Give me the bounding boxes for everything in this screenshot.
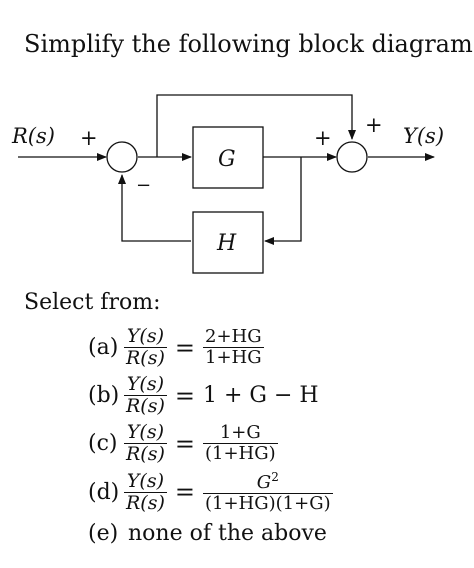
lhs-fraction: Y(s) R(s) xyxy=(124,423,167,464)
block-h-label: H xyxy=(216,231,237,256)
feedback-to-h-line xyxy=(264,157,302,245)
select-from-label: Select from: xyxy=(24,290,161,315)
equals-sign: = xyxy=(174,478,195,506)
option-b[interactable]: (b) Y(s) R(s) = 1 + G − H xyxy=(88,375,319,416)
bypass-path-line xyxy=(156,94,356,157)
lhs-numerator: Y(s) xyxy=(126,373,164,395)
rhs-denominator: (1+HG) xyxy=(205,443,276,464)
lhs-denominator: R(s) xyxy=(126,491,165,514)
rhs-expression: 1 + G − H xyxy=(203,383,319,408)
sum2-top-plus-sign: + xyxy=(365,113,383,137)
block-g-label: G xyxy=(218,147,236,172)
option-label: (a) xyxy=(88,335,119,360)
lhs-denominator: R(s) xyxy=(126,395,165,417)
option-label: (b) xyxy=(88,383,120,408)
rhs-exponent: 2 xyxy=(271,470,279,484)
option-text: none of the above xyxy=(128,521,327,546)
option-label: (c) xyxy=(88,431,118,456)
rhs-numerator: 2+HG xyxy=(205,326,262,347)
sum1-plus-sign: + xyxy=(80,126,98,150)
sum2-left-plus-sign: + xyxy=(314,126,332,150)
option-c[interactable]: (c) Y(s) R(s) = 1+G (1+HG) xyxy=(88,423,278,464)
rhs-fraction: 2+HG 1+HG xyxy=(203,328,264,367)
rhs-fraction: G2 (1+HG)(1+G) xyxy=(203,471,333,513)
option-label: (d) xyxy=(88,479,120,505)
lhs-fraction: Y(s) R(s) xyxy=(124,327,167,368)
question-title: Simplify the following block diagram: xyxy=(24,30,474,58)
lhs-fraction: Y(s) R(s) xyxy=(124,375,167,416)
lhs-fraction: Y(s) R(s) xyxy=(124,469,167,514)
lhs-denominator: R(s) xyxy=(126,443,165,465)
option-a[interactable]: (a) Y(s) R(s) = 2+HG 1+HG xyxy=(88,327,264,368)
lhs-denominator: R(s) xyxy=(126,347,165,369)
output-label: Y(s) xyxy=(403,124,444,148)
summing-junction-1 xyxy=(106,141,138,173)
equals-sign: = xyxy=(174,429,195,458)
rhs-numerator: G2 xyxy=(256,470,279,493)
option-e[interactable]: (e) none of the above xyxy=(88,521,327,546)
rhs-denominator: (1+HG)(1+G) xyxy=(205,493,331,514)
block-h xyxy=(192,211,264,274)
h-to-sum1-line xyxy=(118,174,191,242)
option-label: (e) xyxy=(88,521,119,546)
equals-sign: = xyxy=(174,333,195,362)
lhs-numerator: Y(s) xyxy=(126,469,164,492)
block-g xyxy=(192,126,264,189)
input-label: R(s) xyxy=(11,124,55,148)
sum1-minus-sign: − xyxy=(136,175,151,196)
equals-sign: = xyxy=(174,381,195,410)
lhs-numerator: Y(s) xyxy=(126,421,164,443)
lhs-numerator: Y(s) xyxy=(126,325,164,347)
rhs-fraction: 1+G (1+HG) xyxy=(203,424,278,463)
block-diagram: R(s) + − G H + + Y(s) xyxy=(11,94,444,274)
rhs-denominator: 1+HG xyxy=(205,347,262,368)
rhs-numerator: 1+G xyxy=(219,422,261,443)
option-d[interactable]: (d) Y(s) R(s) = G2 (1+HG)(1+G) xyxy=(88,471,333,513)
summing-junction-2 xyxy=(336,141,368,173)
